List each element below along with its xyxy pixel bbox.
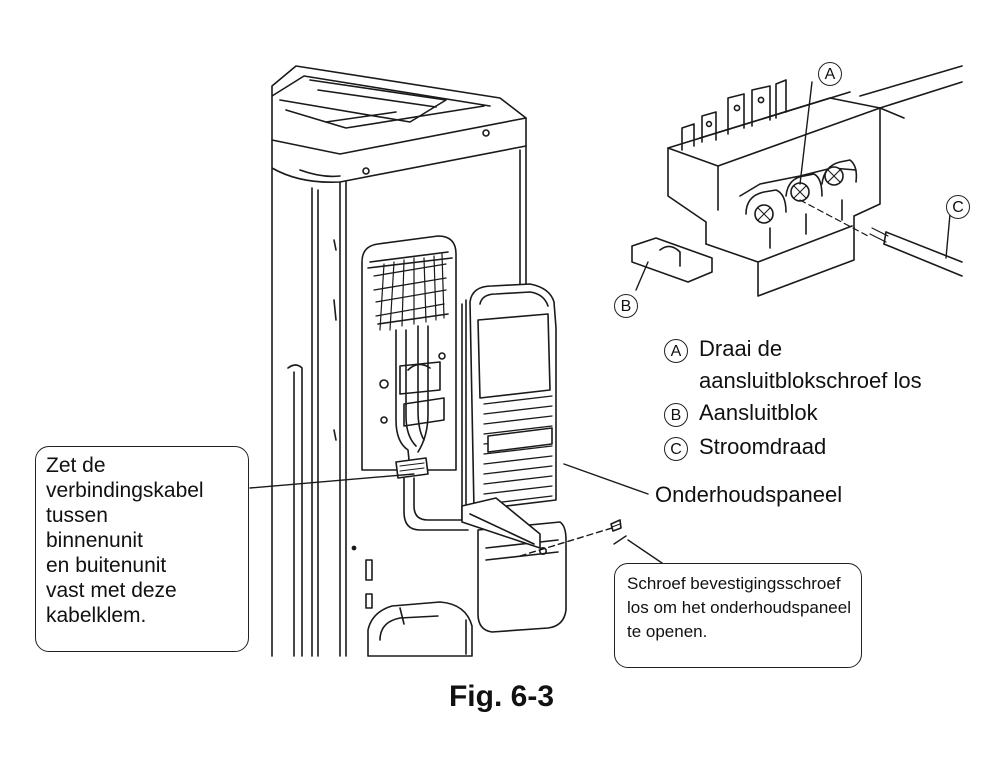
legend-a-marker: A	[664, 339, 688, 363]
fixing-screw-line: los om het onderhoudspaneel	[627, 598, 851, 617]
marker-c-label: C	[946, 195, 970, 219]
terminal-block-detail	[631, 65, 963, 297]
legend-b-text: Aansluitblok	[699, 400, 818, 425]
fixing-screw-line: te openen.	[627, 622, 708, 641]
terminal-opening	[361, 235, 469, 531]
cable-clamp-line: vast met deze	[46, 579, 177, 602]
legend-a-text-line1: Draai de	[699, 336, 783, 361]
leader-lines	[249, 81, 951, 564]
marker-a-label: A	[818, 62, 842, 86]
legend-c-text: Stroomdraad	[699, 434, 827, 459]
cable-clamp-line: en buitenunit	[46, 554, 167, 577]
figure-caption: Fig. 6-3	[448, 680, 554, 713]
cable-clamp-line: binnenunit	[46, 529, 143, 552]
legend-c-marker: C	[664, 437, 688, 461]
service-panel-label: Onderhoudspaneel	[655, 482, 843, 507]
legend-b-marker: B	[664, 403, 688, 427]
fixing-screw	[610, 519, 622, 532]
cable-clamp-line: verbindingskabel	[46, 479, 204, 502]
cable-clamp-line: Zet de	[46, 454, 106, 477]
fixing-screw-line: Schroef bevestigingsschroef	[627, 574, 841, 593]
cable-clamp-line: tussen	[46, 504, 108, 527]
cable-clamp-callout: Zet de verbindingskabel tussen binnenuni…	[35, 446, 249, 652]
cable-clamp-line: kabelklem.	[46, 604, 147, 627]
outdoor-unit	[271, 65, 527, 657]
fixing-screw-callout: Schroef bevestigingsschroef los om het o…	[614, 563, 862, 668]
legend-a-text-line2: aansluitblokschroef los	[699, 368, 922, 393]
service-panel-drawing	[461, 283, 567, 655]
marker-b-label: B	[614, 294, 638, 318]
